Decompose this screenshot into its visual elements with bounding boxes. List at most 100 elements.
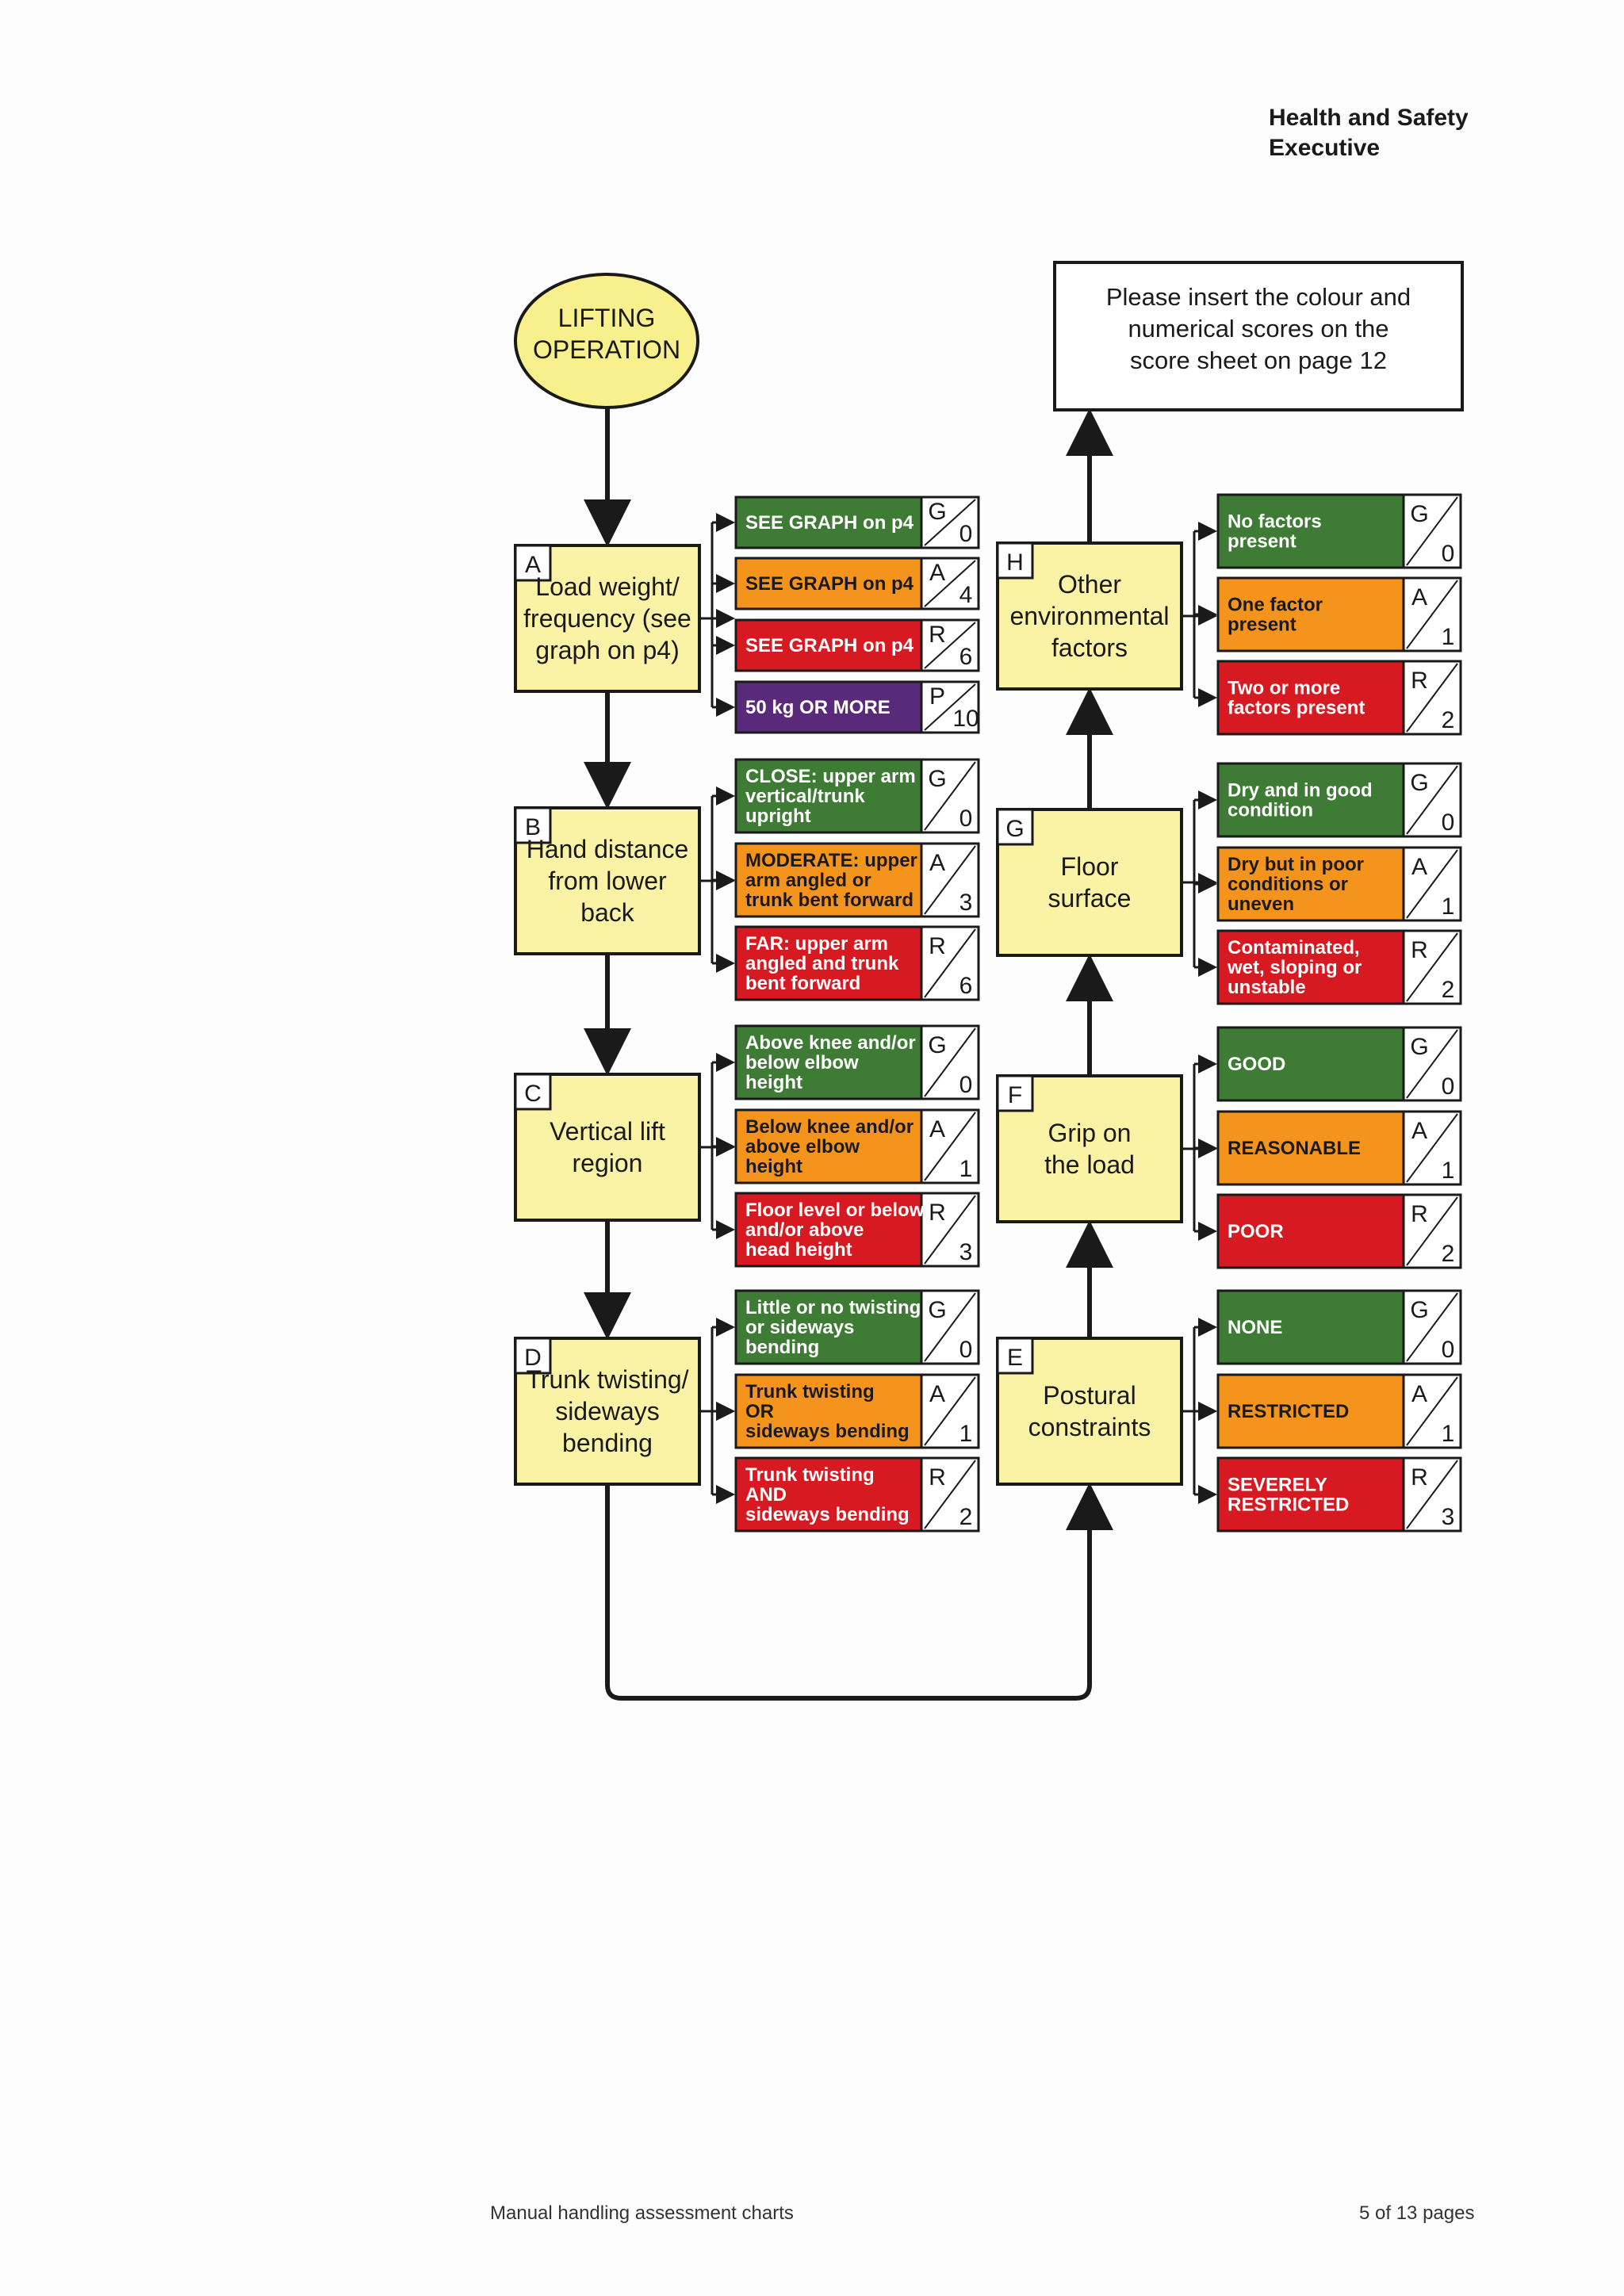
factor-f-label-line2: the load xyxy=(1044,1150,1135,1179)
factor-a-letter: A xyxy=(525,552,541,578)
option-label-line1: SEVERELY xyxy=(1228,1475,1327,1496)
document-title: Manual handling assessment charts xyxy=(490,2202,794,2224)
option-label-line1: MODERATE: upper xyxy=(745,850,917,871)
score-colour-code: G xyxy=(1410,770,1428,796)
option-label-line3: bending xyxy=(745,1337,819,1358)
option-label-line1: GOOD xyxy=(1228,1054,1285,1075)
score-divider xyxy=(1406,1376,1458,1446)
option-label-line2: or sideways xyxy=(745,1317,854,1338)
option-label-line2: arm angled or xyxy=(745,870,871,891)
option-label-line3: height xyxy=(745,1156,802,1177)
score-value: 3 xyxy=(1442,1504,1455,1530)
factor-c-label-line1: Vertical lift xyxy=(550,1117,665,1146)
option-label-line1: Dry but in poor xyxy=(1228,854,1364,875)
score-colour-code: R xyxy=(929,1200,946,1226)
option-label-line2: wet, sloping or xyxy=(1227,957,1362,978)
score-colour-code: R xyxy=(929,1464,946,1490)
score-colour-code: G xyxy=(928,1032,946,1058)
option-label-line1: REASONABLE xyxy=(1228,1138,1361,1159)
score-colour-code: R xyxy=(929,933,946,959)
note-line1: Please insert the colour and xyxy=(1106,283,1411,311)
start-lifting-operation xyxy=(514,273,699,409)
score-colour-code: A xyxy=(929,1381,945,1407)
option-label-line1: Dry and in good xyxy=(1228,780,1373,802)
flow-arrows xyxy=(584,408,1217,1701)
factor-a-label-line3: graph on p4) xyxy=(535,636,679,664)
option-label-line3: unstable xyxy=(1228,977,1306,998)
score-value: 0 xyxy=(959,1072,973,1098)
score-value: 0 xyxy=(959,806,973,832)
option-label-line2: condition xyxy=(1228,800,1313,821)
note-line3: score sheet on page 12 xyxy=(1130,346,1387,374)
score-value: 4 xyxy=(959,582,973,608)
score-value: 10 xyxy=(952,706,979,732)
option-label-line1: Trunk twisting xyxy=(745,1464,875,1486)
option-label-line2: below elbow xyxy=(745,1052,859,1073)
score-divider xyxy=(1406,1029,1458,1099)
score-divider xyxy=(924,928,976,998)
option-label-line3: trunk bent forward xyxy=(745,890,914,911)
factor-e-label-line2: constraints xyxy=(1028,1413,1151,1441)
score-value: 2 xyxy=(1442,707,1455,733)
score-value: 0 xyxy=(1442,541,1455,567)
option-label-line2: above elbow xyxy=(745,1136,860,1158)
factor-b-label-line1: Hand distance xyxy=(527,835,689,863)
score-value: 2 xyxy=(959,1504,973,1530)
score-value: 0 xyxy=(1442,809,1455,836)
option-label-line2: RESTRICTED xyxy=(1228,1494,1349,1516)
option-label-line1: SEE GRAPH on p4 xyxy=(745,573,914,595)
option-label-line3: head height xyxy=(745,1239,852,1261)
factor-d-letter: D xyxy=(524,1345,542,1371)
factor-e-label-line1: Postural xyxy=(1043,1381,1136,1410)
score-divider xyxy=(924,683,976,731)
option-label-line3: sideways bending xyxy=(745,1421,910,1442)
factor-a-option-1: G0 SEE GRAPH on p4 xyxy=(734,496,980,549)
factor-e: EPosturalconstraintsG0NONEA1RESTRICTEDR3… xyxy=(996,1289,1462,1533)
option-label-line1: SEE GRAPH on p4 xyxy=(745,512,914,534)
score-divider xyxy=(924,1112,976,1181)
option-label-line1: SEE GRAPH on p4 xyxy=(745,635,914,656)
factor-c-letter: C xyxy=(524,1081,542,1107)
score-divider xyxy=(924,1195,976,1265)
option-label-line1: FAR: upper arm xyxy=(745,933,888,955)
factor-h-letter: H xyxy=(1006,549,1024,576)
score-colour-code: R xyxy=(1411,668,1428,694)
score-divider xyxy=(924,622,976,669)
score-value: 2 xyxy=(1442,1241,1455,1267)
start-label-line2: OPERATION xyxy=(533,335,680,364)
option-label-line1: CLOSE: upper arm xyxy=(745,766,916,787)
score-value: 0 xyxy=(959,521,973,547)
option-label-line1: One factor xyxy=(1228,595,1323,616)
score-colour-code: A xyxy=(1411,1118,1427,1144)
score-colour-code: A xyxy=(929,1116,945,1142)
option-label-line2: present xyxy=(1228,614,1297,636)
score-value: 0 xyxy=(1442,1073,1455,1100)
option-label-line1: Above knee and/or xyxy=(745,1032,916,1054)
score-colour-code: G xyxy=(1410,501,1428,527)
score-divider xyxy=(924,499,976,546)
factor-h-label-line2: environmental xyxy=(1010,602,1170,630)
score-colour-code: G xyxy=(928,499,946,525)
factor-e-letter-box xyxy=(996,1337,1034,1375)
score-divider xyxy=(1406,1292,1458,1362)
factor-g-label-line1: Floor xyxy=(1061,852,1119,881)
factor-a-letter-box xyxy=(514,544,552,582)
page-number: 5 of 13 pages xyxy=(1359,2202,1475,2224)
factor-g-letter: G xyxy=(1005,816,1024,842)
score-value: 1 xyxy=(1442,624,1455,650)
factor-a-label-line2: frequency (see xyxy=(523,604,691,633)
